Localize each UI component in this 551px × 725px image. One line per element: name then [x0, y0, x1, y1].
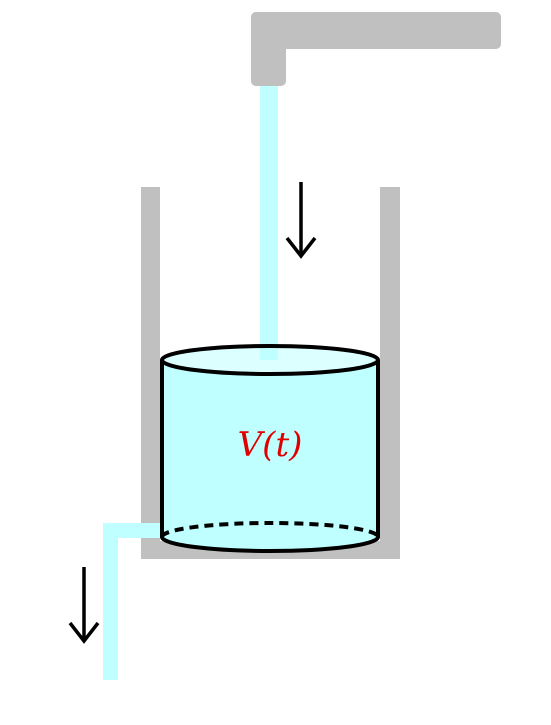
outflow-stream	[103, 523, 163, 680]
outflow-vertical-stream	[103, 523, 118, 680]
volume-label: V(t)	[238, 425, 303, 465]
faucet-vertical-pipe	[251, 12, 286, 86]
arrow-down-icon	[68, 567, 100, 644]
inflow-stream	[260, 86, 278, 358]
faucet-pipe	[251, 12, 501, 86]
cylinder-top-rim	[160, 344, 380, 376]
cylinder-bottom-back-arc	[160, 521, 380, 538]
container-left-wall	[141, 187, 160, 559]
faucet-horizontal-pipe	[251, 12, 501, 49]
arrow-down-icon	[285, 182, 317, 259]
container-right-wall	[380, 187, 400, 559]
cylinder-bottom-front-arc	[160, 536, 380, 553]
cylinder-tank	[160, 344, 380, 553]
inflow-stream-entry	[260, 346, 278, 360]
cylinder-water-body	[162, 346, 378, 551]
